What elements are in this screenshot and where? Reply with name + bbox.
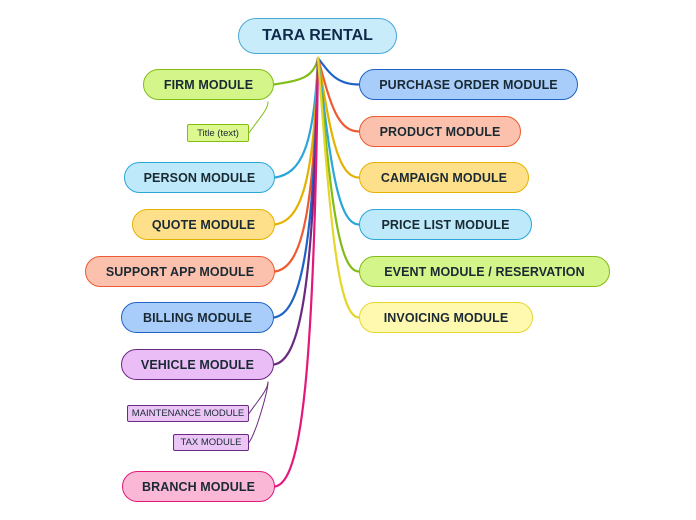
node-label: TARA RENTAL <box>262 27 373 44</box>
connector-firm <box>272 56 320 86</box>
node-purchase-order[interactable]: PURCHASE ORDER MODULE <box>359 69 578 100</box>
node-label: FIRM MODULE <box>163 77 254 92</box>
node-label: TAX MODULE <box>180 437 242 448</box>
node-event[interactable]: EVENT MODULE / RESERVATION <box>359 256 610 287</box>
node-campaign[interactable]: CAMPAIGN MODULE <box>359 162 529 193</box>
node-billing[interactable]: BILLING MODULE <box>121 302 274 333</box>
node-label: EVENT MODULE / RESERVATION <box>384 264 585 279</box>
node-title-text[interactable]: Title (text) <box>187 124 249 142</box>
node-label: MAINTENANCE MODULE <box>131 408 245 419</box>
node-label: BRANCH MODULE <box>141 479 256 494</box>
connector-person <box>273 56 320 179</box>
connector-invoicing <box>316 56 361 319</box>
connector-purchase-order <box>316 56 361 86</box>
connector-branch <box>273 56 320 488</box>
connector-tax <box>248 381 269 443</box>
node-label: PURCHASE ORDER MODULE <box>379 77 558 92</box>
node-price-list[interactable]: PRICE LIST MODULE <box>359 209 532 240</box>
node-branch[interactable]: BRANCH MODULE <box>122 471 275 502</box>
node-label: VEHICLE MODULE <box>140 357 255 372</box>
node-product[interactable]: PRODUCT MODULE <box>359 116 521 147</box>
node-label: PRICE LIST MODULE <box>381 217 510 232</box>
node-label: PERSON MODULE <box>143 170 256 185</box>
node-label: CAMPAIGN MODULE <box>380 170 508 185</box>
node-label: PRODUCT MODULE <box>379 124 501 139</box>
node-label: INVOICING MODULE <box>383 310 509 325</box>
node-label: BILLING MODULE <box>142 310 253 325</box>
node-label: Title (text) <box>197 127 239 139</box>
node-quote[interactable]: QUOTE MODULE <box>132 209 275 240</box>
node-root[interactable]: TARA RENTAL <box>238 18 397 54</box>
connector-title-text <box>248 101 269 134</box>
connector-product <box>316 56 361 133</box>
node-vehicle[interactable]: VEHICLE MODULE <box>121 349 274 380</box>
node-support-app[interactable]: SUPPORT APP MODULE <box>85 256 275 287</box>
node-label: QUOTE MODULE <box>151 217 256 232</box>
node-maintenance[interactable]: MAINTENANCE MODULE <box>127 405 249 422</box>
node-invoicing[interactable]: INVOICING MODULE <box>359 302 533 333</box>
node-firm[interactable]: FIRM MODULE <box>143 69 274 100</box>
node-tax[interactable]: TAX MODULE <box>173 434 249 451</box>
node-label: SUPPORT APP MODULE <box>105 264 255 279</box>
node-person[interactable]: PERSON MODULE <box>124 162 275 193</box>
